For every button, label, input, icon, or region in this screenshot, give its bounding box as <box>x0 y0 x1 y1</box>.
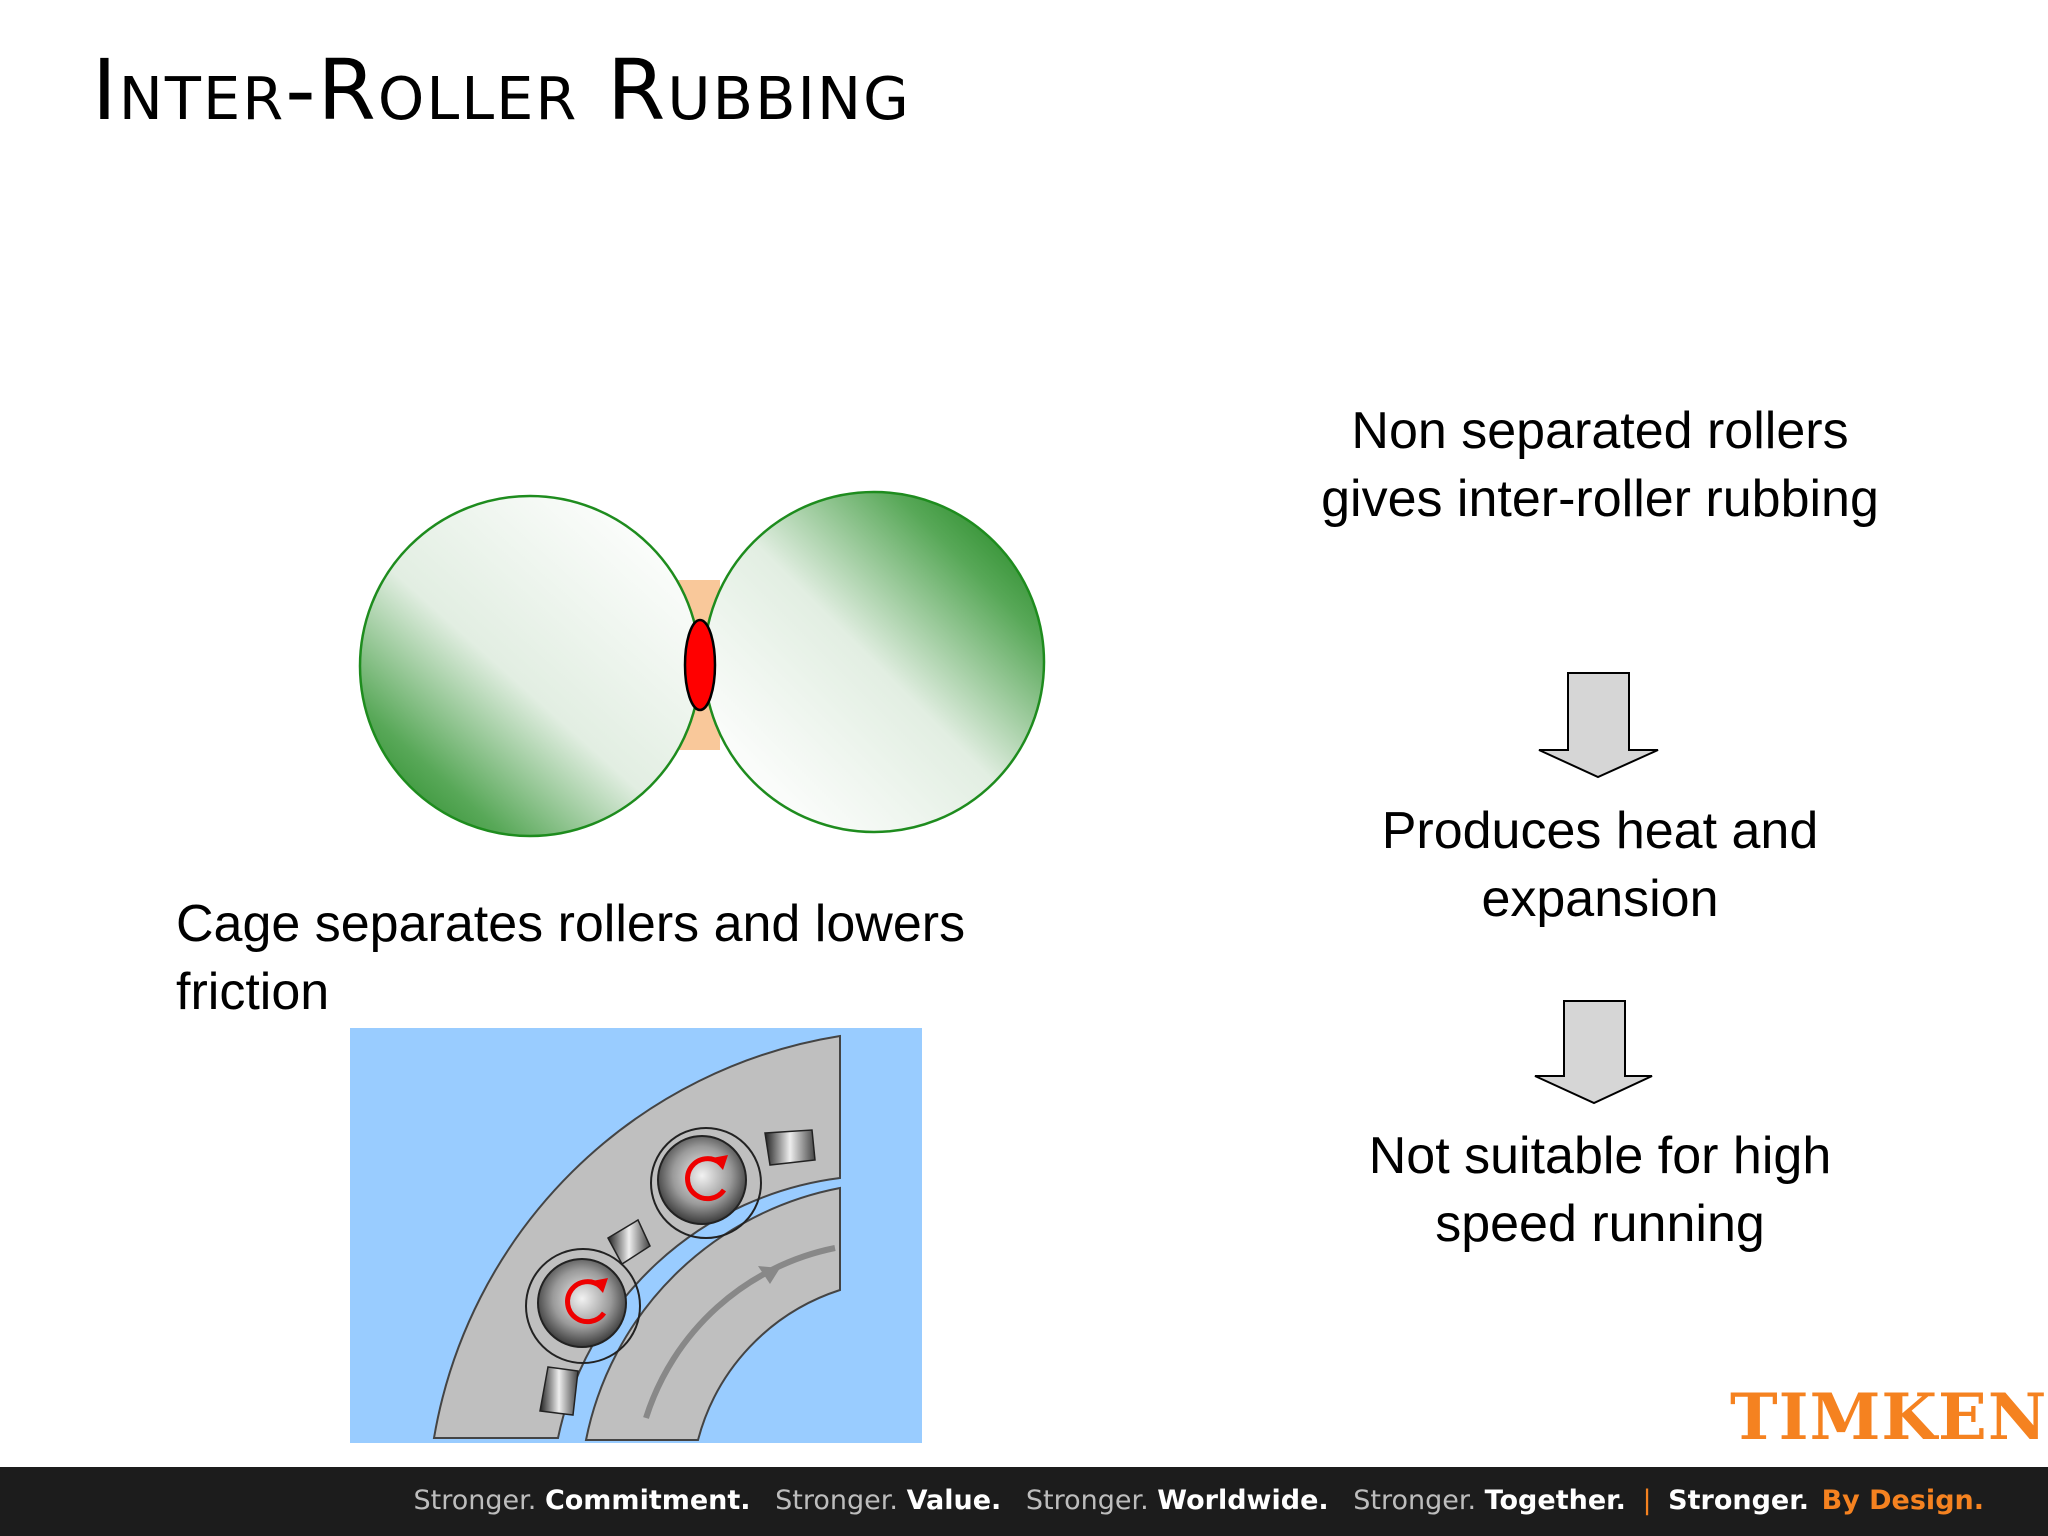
statement-2-line-1: Produces heat and <box>1381 802 1819 860</box>
down-arrow-icon <box>1538 672 1659 779</box>
roller-outline <box>650 1127 762 1239</box>
cage-segment <box>607 1218 651 1266</box>
tagline-word: Commitment. <box>544 1485 751 1516</box>
tagline-by-design: By Design. <box>1821 1485 1984 1516</box>
statement-3-line-2: speed running <box>1435 1195 1765 1253</box>
tagline-word: Worldwide. <box>1157 1485 1329 1516</box>
tagline-separator: | <box>1642 1485 1652 1516</box>
rollers-rubbing-diagram <box>358 490 1046 838</box>
roller-ball <box>537 1258 627 1348</box>
right-roller <box>702 490 1046 834</box>
tagline-word: Together. <box>1484 1485 1626 1516</box>
statement-3: Not suitable for high speed running <box>1250 1122 1950 1258</box>
statement-2: Produces heat and expansion <box>1250 797 1950 933</box>
roller-ball <box>657 1135 747 1225</box>
statement-1-line-2: gives inter-roller rubbing <box>1321 470 1879 528</box>
rotation-arrow-icon <box>565 1279 607 1325</box>
cage-segment <box>764 1129 816 1166</box>
tagline-stronger: Stronger. <box>413 1485 537 1516</box>
tagline-stronger: Stronger. <box>775 1485 898 1516</box>
cage-caption: Cage separates rollers and lowers fricti… <box>176 895 966 1021</box>
rotation-arrow-icon <box>685 1156 727 1202</box>
cage-bearing-illustration <box>350 1028 922 1443</box>
contact-point <box>683 618 717 712</box>
tagline-stronger: Stronger. <box>1353 1485 1477 1516</box>
tagline-word: Value. <box>906 1485 1002 1516</box>
left-roller <box>358 494 702 838</box>
footer-tagline: Stronger. Commitment. Stronger. Value. S… <box>414 1485 1984 1516</box>
rotation-arrow-icon <box>643 1245 836 1419</box>
roller-outline <box>525 1248 641 1364</box>
timken-logo: TIMKEN <box>1730 1380 2048 1455</box>
tagline-stronger: Stronger. <box>1025 1485 1149 1516</box>
slide-title: Inter-Roller Rubbing <box>92 41 911 139</box>
tagline-stronger: Stronger. <box>1668 1485 1809 1516</box>
statement-2-line-2: expansion <box>1481 870 1719 928</box>
down-arrow-icon <box>1534 1000 1653 1105</box>
statement-1: Non separated rollers gives inter-roller… <box>1250 397 1950 533</box>
cage-segment <box>539 1366 579 1416</box>
statement-3-line-1: Not suitable for high <box>1368 1127 1832 1185</box>
footer-bar: Stronger. Commitment. Stronger. Value. S… <box>0 1467 2048 1536</box>
statement-1-line-1: Non separated rollers <box>1351 402 1849 460</box>
